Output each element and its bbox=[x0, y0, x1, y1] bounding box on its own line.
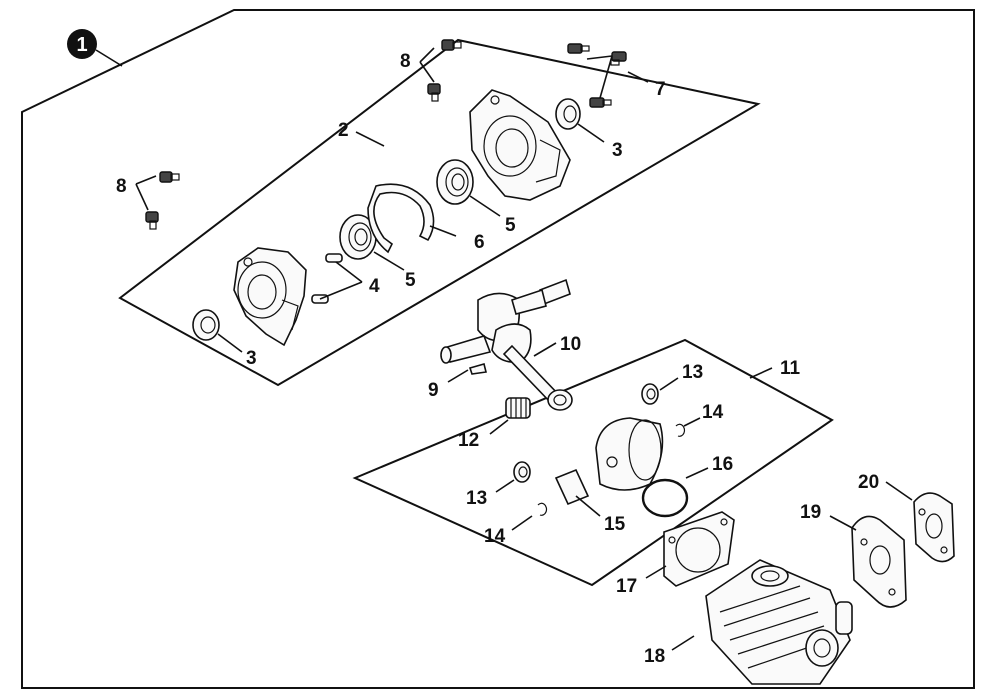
callout-5-lower[interactable]: 5 bbox=[405, 270, 416, 291]
callout-14-upper[interactable]: 14 bbox=[702, 402, 724, 423]
callout-14-lower[interactable]: 14 bbox=[484, 526, 506, 547]
cylinder-gasket[interactable] bbox=[663, 511, 735, 587]
oil-seal-left[interactable] bbox=[192, 309, 220, 341]
dowel-pin-upper[interactable] bbox=[325, 253, 343, 263]
callout-19[interactable]: 19 bbox=[800, 502, 821, 523]
assembly-badge[interactable]: 1 bbox=[67, 29, 123, 67]
circlip-upper[interactable] bbox=[675, 423, 686, 437]
oil-seal-right[interactable] bbox=[555, 98, 581, 130]
callout-5-upper[interactable]: 5 bbox=[505, 215, 516, 236]
cylinder[interactable] bbox=[705, 559, 853, 685]
crankcase-gasket[interactable] bbox=[367, 183, 435, 254]
intake-gasket[interactable] bbox=[913, 492, 955, 563]
callout-20[interactable]: 20 bbox=[858, 472, 879, 493]
assembly-frame bbox=[21, 9, 975, 689]
callout-15[interactable]: 15 bbox=[604, 514, 626, 535]
crankcase-half-right[interactable] bbox=[469, 89, 571, 201]
callout-8-upper[interactable]: 8 bbox=[400, 51, 411, 72]
intake-insulator[interactable] bbox=[851, 515, 907, 608]
callout-7[interactable]: 7 bbox=[655, 79, 666, 100]
ball-bearing-lower[interactable] bbox=[339, 214, 377, 260]
screw-group-8-left[interactable] bbox=[145, 171, 180, 230]
callout-10[interactable]: 10 bbox=[560, 334, 581, 355]
crankshaft[interactable] bbox=[440, 278, 571, 364]
callout-2[interactable]: 2 bbox=[338, 120, 349, 141]
screw-group-8-upper[interactable] bbox=[427, 39, 462, 102]
callout-13-lower[interactable]: 13 bbox=[466, 488, 487, 509]
needle-bearing[interactable] bbox=[505, 397, 531, 419]
callout-4[interactable]: 4 bbox=[369, 276, 380, 297]
callout-17[interactable]: 17 bbox=[616, 576, 637, 597]
callout-18[interactable]: 18 bbox=[644, 646, 665, 667]
thrust-washer-lower[interactable] bbox=[513, 461, 531, 483]
callout-3-left[interactable]: 3 bbox=[246, 348, 257, 369]
connecting-rod[interactable] bbox=[502, 344, 573, 411]
callout-8-left[interactable]: 8 bbox=[116, 176, 127, 197]
screw-group-7[interactable] bbox=[567, 43, 627, 108]
circlip-lower[interactable] bbox=[537, 502, 548, 516]
callout-labels: 2 3 3 4 5 5 6 7 8 8 9 10 11 12 13 13 14 … bbox=[116, 51, 879, 667]
callout-12[interactable]: 12 bbox=[458, 430, 479, 451]
ball-bearing-upper[interactable] bbox=[436, 159, 474, 205]
piston-group-frame bbox=[352, 338, 834, 587]
crankcase-half-left[interactable] bbox=[233, 247, 307, 347]
callout-13-upper[interactable]: 13 bbox=[682, 362, 703, 383]
crankcase-group-frame bbox=[118, 38, 761, 387]
callout-11[interactable]: 11 bbox=[780, 358, 801, 379]
svg-text:1: 1 bbox=[76, 34, 87, 56]
callout-3-right[interactable]: 3 bbox=[612, 140, 623, 161]
woodruff-key[interactable] bbox=[468, 363, 487, 375]
thrust-washer-upper[interactable] bbox=[641, 383, 659, 405]
piston[interactable] bbox=[595, 417, 664, 491]
piston-pin[interactable] bbox=[554, 468, 590, 506]
callout-9[interactable]: 9 bbox=[428, 380, 439, 401]
callout-6[interactable]: 6 bbox=[474, 232, 485, 253]
callout-16[interactable]: 16 bbox=[712, 454, 733, 475]
leader-lines bbox=[135, 47, 913, 651]
piston-ring[interactable] bbox=[641, 478, 689, 518]
